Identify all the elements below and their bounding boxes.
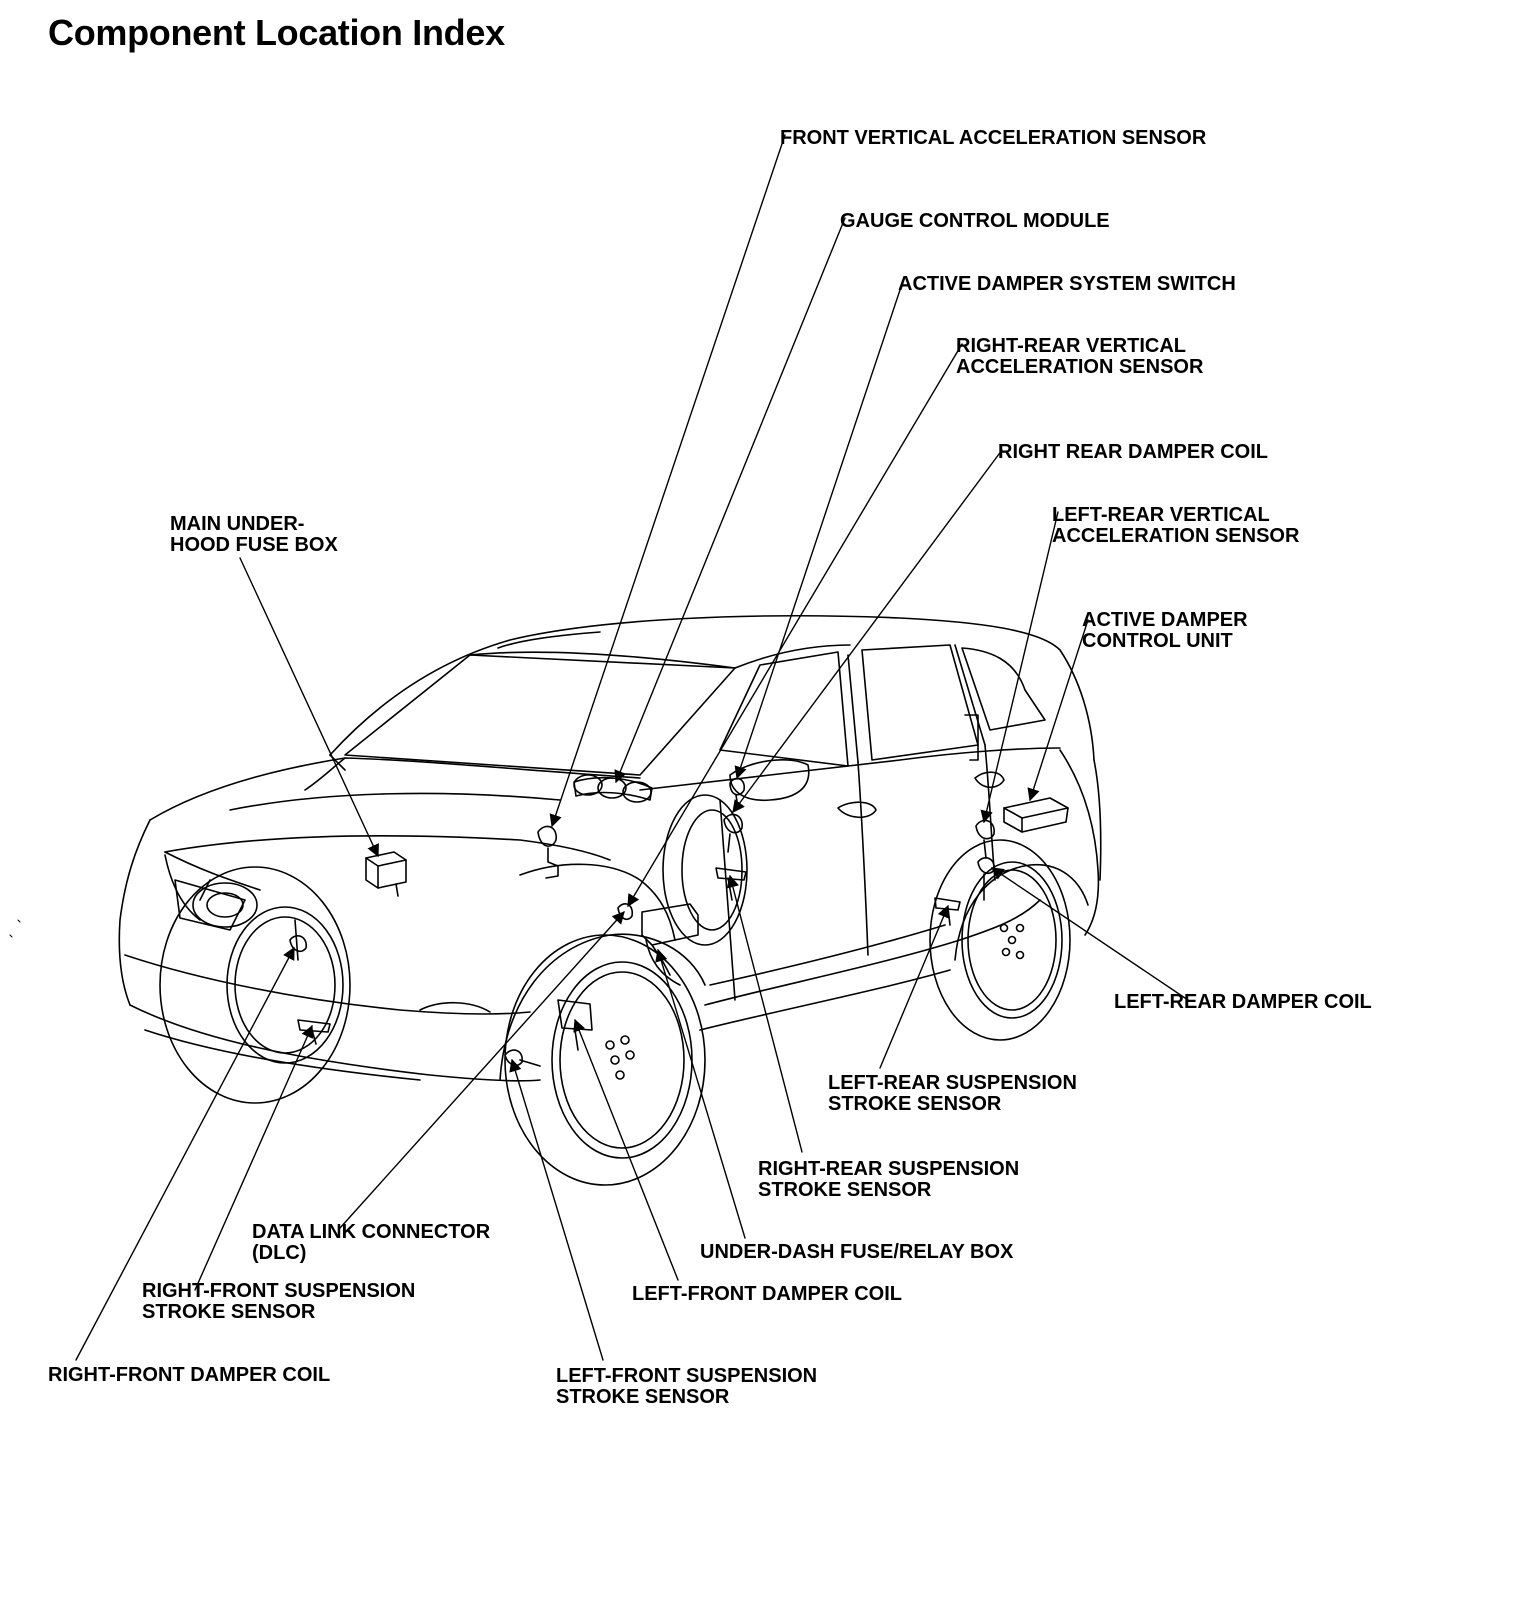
label-left-rear-vertical-acceleration-sensor: LEFT-REAR VERTICAL ACCELERATION SENSOR	[1052, 504, 1300, 547]
leader-left-rear-vertical-accel-sensor	[980, 512, 1058, 824]
main-under-hood-fuse-box-part	[366, 852, 406, 896]
leader-left-front-damper-coil	[573, 1018, 678, 1280]
leader-right-rear-vertical-accel-sensor	[628, 344, 962, 908]
right-front-damper-coil-part	[290, 920, 306, 960]
label-right-rear-vertical-acceleration-sensor: RIGHT-REAR VERTICAL ACCELERATION SENSOR	[956, 335, 1204, 378]
leader-lines	[76, 135, 1188, 1360]
front-vertical-acceleration-sensor-part	[538, 826, 558, 878]
label-under-dash-fuse-relay-box: UNDER-DASH FUSE/RELAY BOX	[700, 1241, 1014, 1263]
label-data-link-connector: DATA LINK CONNECTOR (DLC)	[252, 1221, 491, 1264]
label-left-front-suspension-stroke-sensor: LEFT-FRONT SUSPENSION STROKE SENSOR	[556, 1365, 818, 1408]
leader-active-damper-control-unit	[1027, 620, 1088, 802]
right-front-wheel	[160, 867, 350, 1103]
right-rear-vertical-acceleration-sensor-part	[724, 814, 742, 852]
gauge-control-module-part	[574, 775, 652, 802]
page-title: Component Location Index	[48, 12, 505, 53]
label-left-rear-damper-coil: LEFT-REAR DAMPER COIL	[1114, 991, 1372, 1013]
active-damper-control-unit-part	[1004, 798, 1068, 832]
leader-front-vertical-accel-sensor	[549, 135, 785, 828]
label-right-front-damper-coil: RIGHT-FRONT DAMPER COIL	[48, 1364, 331, 1386]
car-body-outline	[119, 616, 1100, 1081]
leader-active-damper-system-switch	[734, 281, 903, 780]
leader-right-rear-suspension-stroke-sensor	[726, 874, 802, 1152]
label-active-damper-control-unit: ACTIVE DAMPER CONTROL UNIT	[1082, 609, 1248, 652]
left-front-suspension-stroke-sensor-part	[505, 1050, 540, 1066]
left-rear-wheel	[930, 840, 1070, 1040]
active-damper-system-switch-part	[730, 779, 744, 808]
leader-data-link-connector	[340, 911, 625, 1228]
leader-left-rear-damper-coil	[990, 867, 1188, 1000]
leader-left-front-suspension-stroke-sensor	[509, 1058, 603, 1360]
label-right-rear-damper-coil: RIGHT REAR DAMPER COIL	[998, 441, 1268, 463]
left-rear-suspension-stroke-sensor-part	[935, 898, 960, 925]
label-right-rear-suspension-stroke-sensor: RIGHT-REAR SUSPENSION STROKE SENSOR	[758, 1158, 1020, 1201]
scan-specks	[10, 920, 20, 937]
label-main-under-hood-fuse-box: MAIN UNDER- HOOD FUSE BOX	[170, 513, 338, 556]
label-left-rear-suspension-stroke-sensor: LEFT-REAR SUSPENSION STROKE SENSOR	[828, 1072, 1077, 1115]
leader-right-front-suspension-stroke-sensor	[195, 1024, 314, 1290]
label-active-damper-system-switch: ACTIVE DAMPER SYSTEM SWITCH	[898, 273, 1236, 295]
under-dash-fuse-relay-box-part	[642, 904, 698, 985]
left-front-wheel	[505, 935, 705, 1185]
leader-under-dash-fuse-relay-box	[655, 948, 745, 1238]
left-front-damper-coil-part	[558, 1000, 592, 1050]
label-right-front-suspension-stroke-sensor: RIGHT-FRONT SUSPENSION STROKE SENSOR	[142, 1280, 416, 1323]
leader-right-rear-damper-coil	[732, 450, 1002, 814]
label-gauge-control-module: GAUGE CONTROL MODULE	[840, 210, 1110, 232]
leader-main-under-hood-fuse-box	[240, 558, 379, 858]
right-rear-wheel	[663, 795, 747, 945]
leader-left-rear-suspension-stroke-sensor	[880, 904, 950, 1068]
leader-right-front-damper-coil	[76, 946, 294, 1360]
leader-gauge-control-module	[614, 218, 845, 784]
label-front-vertical-acceleration-sensor: FRONT VERTICAL ACCELERATION SENSOR	[780, 127, 1207, 149]
label-left-front-damper-coil: LEFT-FRONT DAMPER COIL	[632, 1283, 902, 1305]
